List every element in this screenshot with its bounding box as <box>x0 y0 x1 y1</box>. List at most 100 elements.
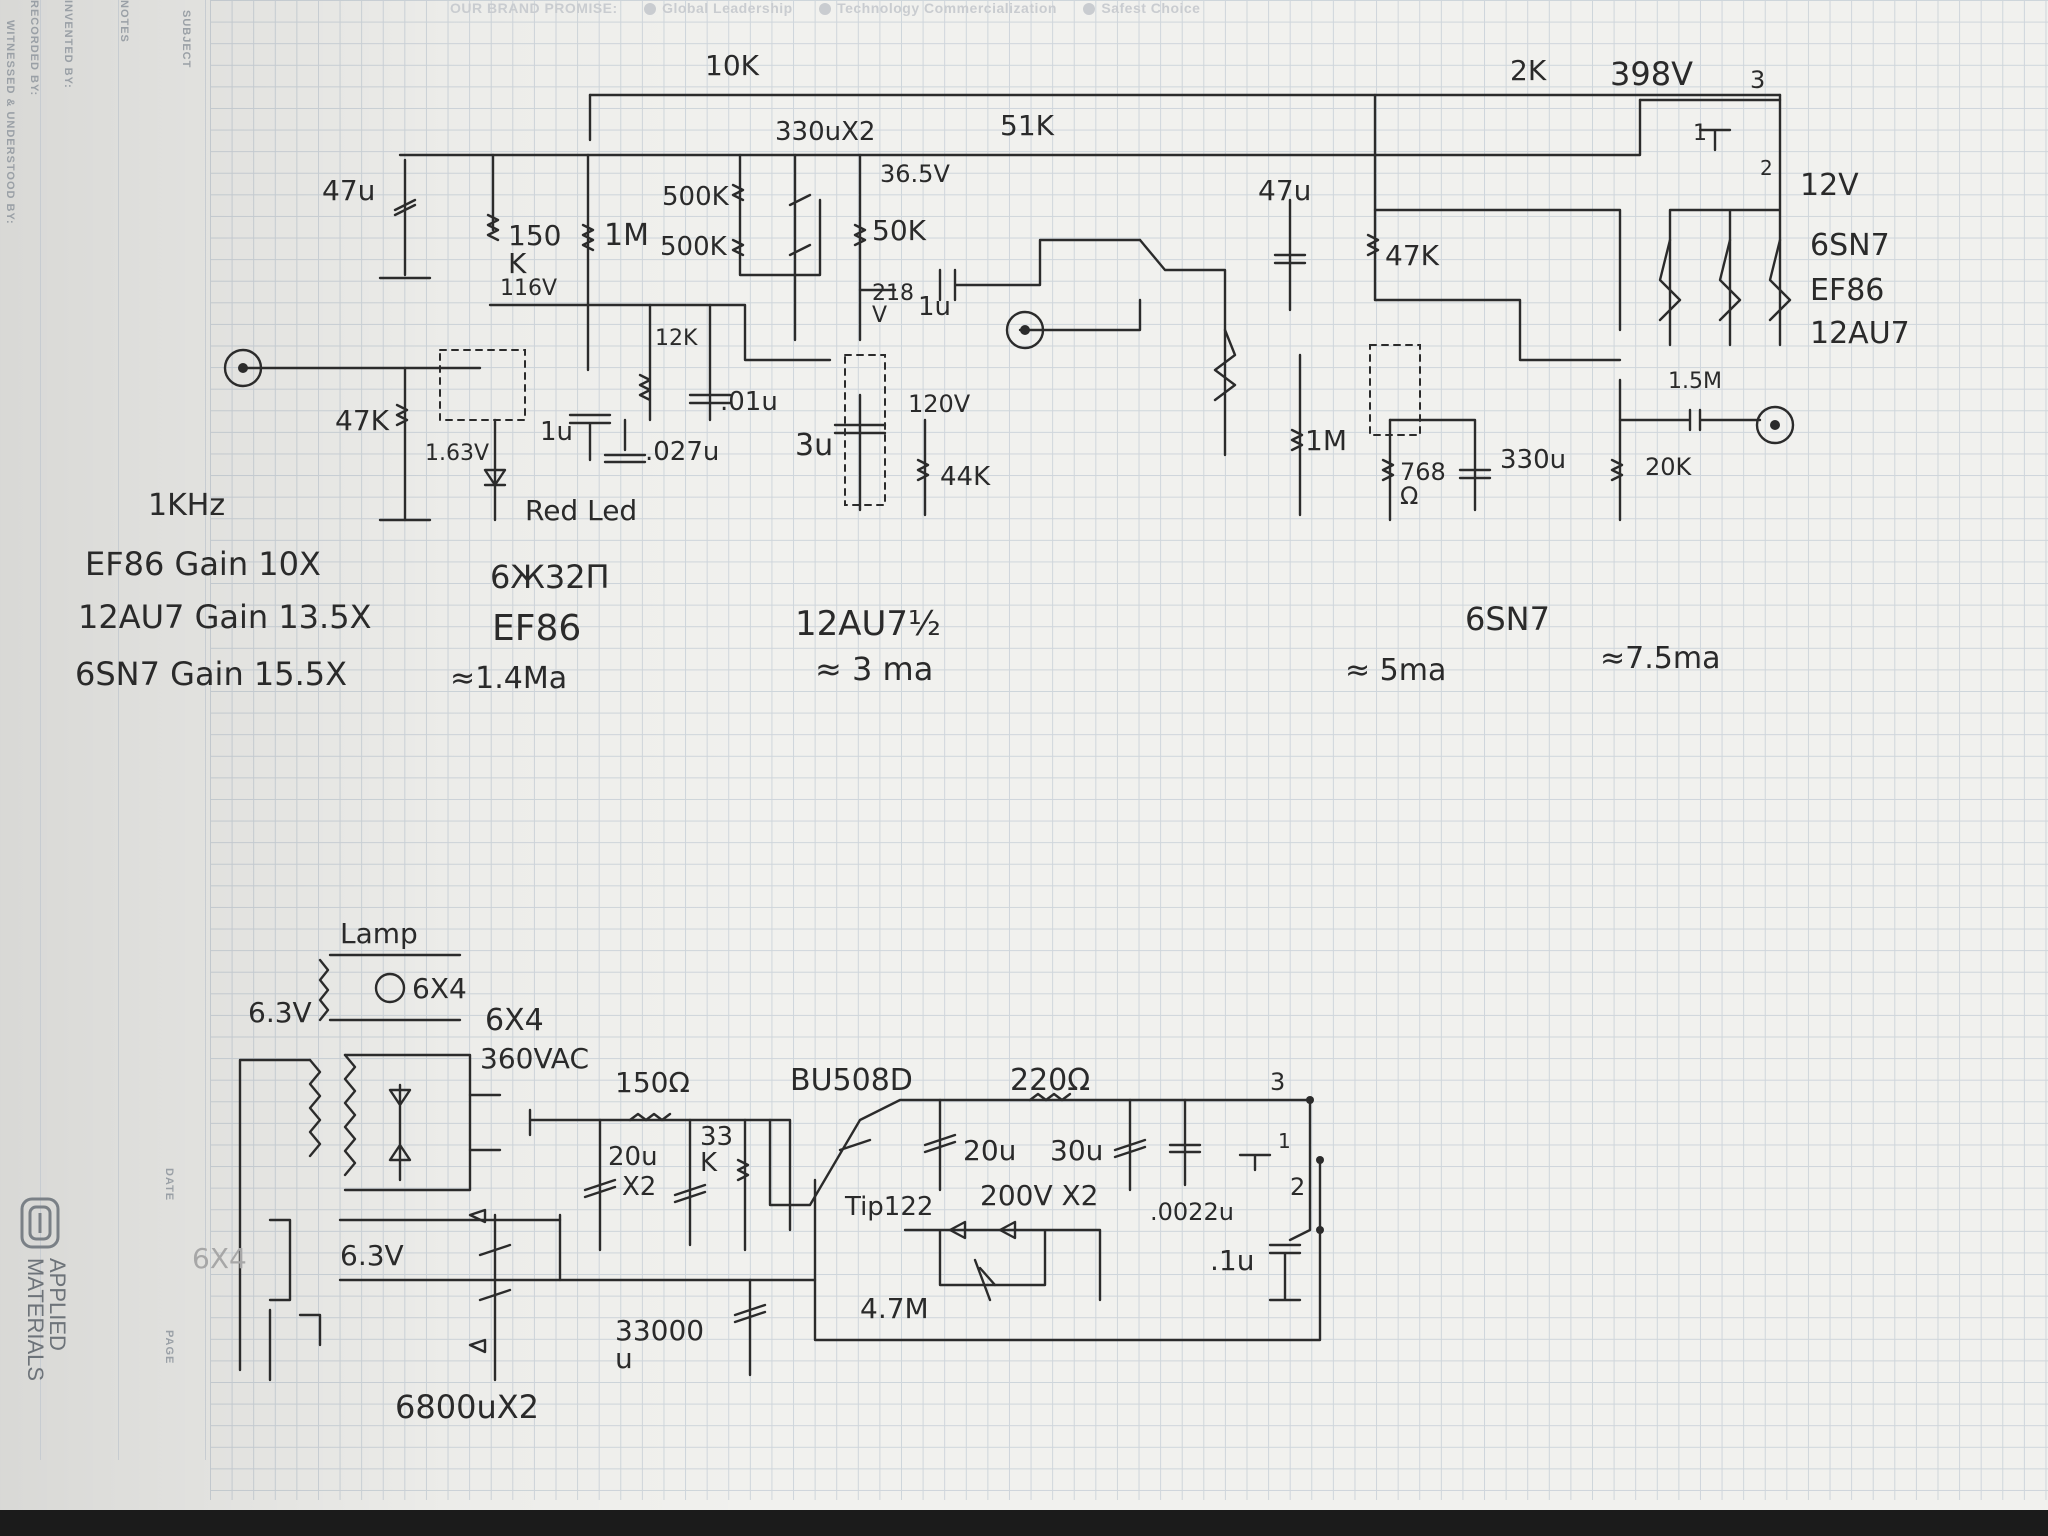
pillar-3: Safest Choice <box>1101 0 1201 16</box>
label-1-5m: 1.5M <box>1668 369 1722 394</box>
applied-materials-logo-icon <box>20 1197 60 1249</box>
output-cap <box>1618 408 1762 432</box>
pot-500k-pair <box>731 153 822 277</box>
label-116v: 116V <box>500 276 557 301</box>
label-node-1: 1 <box>1278 1129 1291 1153</box>
output-jack-2-icon <box>1755 405 1795 445</box>
label-47u: 47u <box>322 174 375 207</box>
tube-12au7: 12AU7 <box>1810 316 1910 351</box>
margin-line <box>205 0 206 1460</box>
label-12au7-tube: 12AU7½ <box>795 604 941 644</box>
label-20k: 20K <box>1645 453 1693 481</box>
label-12v: 12V <box>1800 168 1859 203</box>
label-360vac: 360VAC <box>480 1042 589 1075</box>
node-1-icon <box>1316 1156 1324 1164</box>
check-icon <box>1083 3 1096 16</box>
switch-3: 3 <box>1750 66 1765 94</box>
label-1-63v: 1.63V <box>425 441 489 466</box>
output-jack-center-icon <box>1020 325 1030 335</box>
label-200v-x2: 200V X2 <box>980 1179 1099 1212</box>
node-2-icon <box>1316 1226 1324 1234</box>
resistor-47k-grid <box>395 366 409 522</box>
switch-1: 1 <box>1693 121 1707 146</box>
input-jack-icon <box>223 348 263 388</box>
6sn7-tube-icon <box>1369 344 1421 436</box>
input-jack-center-icon <box>238 363 248 373</box>
resistor-150k <box>486 153 500 242</box>
cap-1u-out <box>1268 1098 1312 1302</box>
label-027u: .027u <box>645 437 719 467</box>
label-220: 220Ω <box>1010 1063 1090 1098</box>
rectifier-box <box>343 1053 472 1192</box>
resistor-44k <box>916 418 930 517</box>
output-jack-2-center-icon <box>1770 420 1780 430</box>
label-1m: 1M <box>604 218 649 253</box>
label-150: 150Ω <box>615 1066 690 1099</box>
label-12au7-current: ≈ 3 ma <box>815 650 933 688</box>
rectifier-diodes-icon <box>388 1083 412 1182</box>
label-50k: 50K <box>872 214 927 247</box>
plate-node <box>488 303 832 362</box>
label-20u-b: 20u <box>963 1134 1016 1167</box>
cap-330u-x2 <box>788 153 812 342</box>
brand-promise-label: OUR BRAND PROMISE: <box>450 0 618 16</box>
label-6-3v-lamp: 6.3V <box>248 996 312 1029</box>
psu-labels: Lamp 6.3V 6X4 6X4 360VAC 150Ω BU508D 220… <box>192 917 1305 1426</box>
label-120v: 120V <box>908 390 971 418</box>
label-01u: .01u <box>720 387 778 417</box>
label-4-7m: 4.7M <box>860 1292 929 1325</box>
label-red-led: Red Led <box>525 494 637 527</box>
label-6x4-lamp: 6X4 <box>412 972 467 1005</box>
selector-1-icon <box>1698 128 1732 152</box>
wire <box>1018 298 1142 332</box>
label-47k-plate: 47K <box>1385 239 1440 272</box>
label-500k-b: 500K <box>660 232 728 262</box>
resistor-12k <box>638 303 652 422</box>
heater-transformer <box>268 1218 562 1302</box>
graph-grid <box>210 0 2048 1500</box>
gain-12au7: 12AU7 Gain 13.5X <box>78 598 371 636</box>
switch-icon <box>268 1308 322 1382</box>
label-1u: 1u <box>540 417 573 447</box>
label-6-3v-heater: 6.3V <box>340 1239 404 1272</box>
heater-rail <box>1668 93 1782 347</box>
cap-330u-b <box>1388 418 1492 512</box>
label-3u: 3u <box>795 428 833 463</box>
second-rail <box>398 98 1642 157</box>
brand-promise-bar: OUR BRAND PROMISE: Global Leadership Tec… <box>450 0 1222 16</box>
label-51k: 51K <box>1000 109 1055 142</box>
label-bu508d: BU508D <box>790 1063 913 1098</box>
label-lamp: Lamp <box>340 917 418 950</box>
output-jack-icon <box>1005 310 1045 350</box>
lamp-icon <box>374 972 406 1004</box>
label-node-2: 2 <box>1290 1173 1305 1201</box>
label-47k-grid: 47K <box>335 404 390 437</box>
resistor-4-7m <box>973 1258 997 1302</box>
label-6sn7-current-a: ≈ 5ma <box>1345 653 1446 688</box>
primary-winding <box>308 1058 322 1158</box>
label-6x4: 6X4 <box>485 1003 544 1038</box>
cap-47u <box>393 158 417 277</box>
selector-switch-icon <box>1138 238 1227 457</box>
resistor-20k <box>1610 378 1624 522</box>
label-330u-b: 330u <box>1500 445 1566 475</box>
margin-line <box>40 0 41 1460</box>
label-10k: 10K <box>705 49 760 82</box>
red-led-icon <box>483 418 507 522</box>
cap-01u <box>688 303 732 422</box>
label-1u-out: .1u <box>1210 1244 1254 1277</box>
resistor-1m <box>581 153 595 372</box>
preamp-labels: 10K 2K 398V 3 51K 330uX2 36.5V 1 2 12V 4… <box>75 49 1910 696</box>
ground-return <box>813 1158 1322 1342</box>
ef86-tube-icon <box>439 349 526 421</box>
bplus-drop <box>1373 208 1622 332</box>
pillar-2: Technology Commercialization <box>837 0 1057 16</box>
label-0022u: .0022u <box>1150 1198 1234 1226</box>
label-6zh32p: 6Ж32П <box>490 558 610 596</box>
psu-schematic <box>238 953 1324 1382</box>
cap-1u <box>568 413 612 462</box>
label-330u-x2: 330uX2 <box>775 117 875 147</box>
label-1m-grid: 1M <box>1305 424 1347 457</box>
